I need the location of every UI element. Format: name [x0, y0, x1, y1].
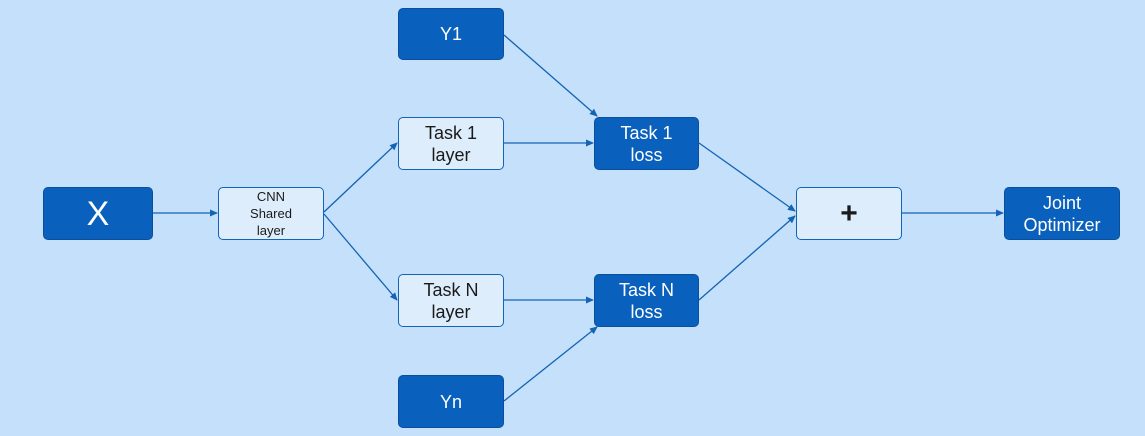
edge-y1-to-task1-loss	[503, 34, 598, 117]
label-y1-node: Y1	[398, 8, 504, 60]
edge-cnn-to-task1-layer	[323, 142, 398, 213]
task1-layer-node: Task 1 layer	[398, 117, 504, 170]
taskN-layer-node: Task N layer	[398, 274, 504, 327]
sum-node: +	[796, 187, 902, 240]
edge-taskN-loss-to-sum	[698, 215, 796, 301]
joint-optimizer-node: Joint Optimizer	[1004, 187, 1120, 240]
edge-yn-to-taskN-loss	[503, 326, 598, 402]
cnn-shared-layer-node: CNN Shared layer	[218, 187, 324, 240]
label-yn-node: Yn	[398, 375, 504, 428]
input-x-node: X	[43, 187, 153, 240]
task1-loss-node: Task 1 loss	[594, 117, 699, 170]
taskN-loss-node: Task N loss	[594, 274, 699, 327]
edge-cnn-to-taskN-layer	[323, 213, 398, 301]
edge-task1-loss-to-sum	[698, 142, 796, 212]
